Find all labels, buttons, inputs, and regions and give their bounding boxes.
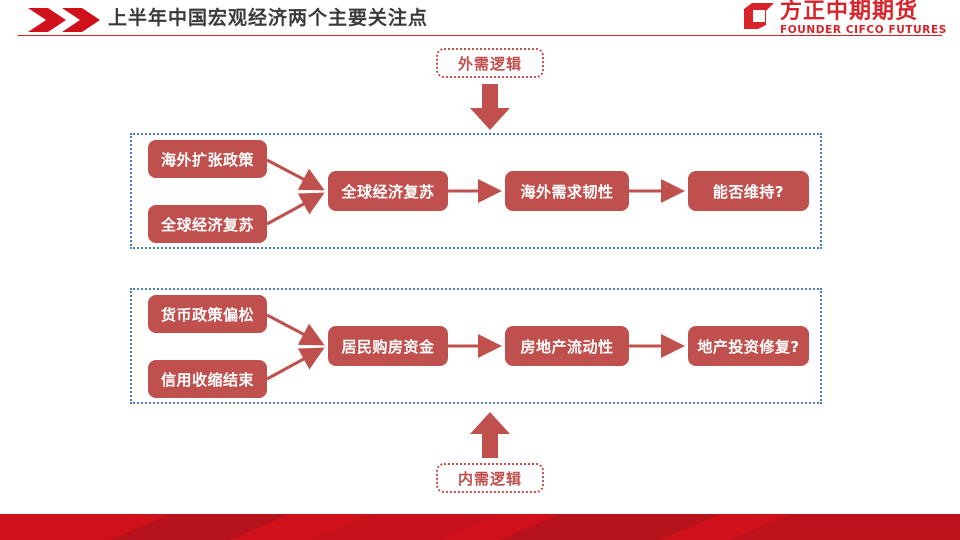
- node-can-it-be-sustained: 能否维持?: [688, 171, 809, 211]
- arrow-down-icon: [468, 84, 512, 130]
- footer-decoration-bar: [0, 514, 960, 540]
- founder-cifco-cube-icon: [744, 3, 774, 29]
- double-chevron-right-icon: [26, 6, 104, 34]
- node-overseas-demand-resilience: 海外需求韧性: [505, 171, 629, 211]
- node-property-investment-recovery: 地产投资修复?: [688, 326, 809, 366]
- header-divider: [18, 35, 942, 36]
- callout-bottom-label: 内需逻辑: [457, 469, 522, 488]
- callout-external-demand: 外需逻辑: [436, 48, 544, 78]
- callout-top-label: 外需逻辑: [457, 54, 522, 73]
- arrow-up-icon: [468, 412, 512, 458]
- node-resident-housing-funds: 居民购房资金: [328, 326, 448, 366]
- node-real-estate-liquidity: 房地产流动性: [505, 326, 629, 366]
- node-global-recovery-input: 全球经济复苏: [148, 205, 267, 243]
- page-title: 上半年中国宏观经济两个主要关注点: [108, 7, 429, 29]
- company-logo: 方正中期期货 FOUNDER CIFCO FUTURES: [744, 0, 947, 36]
- logo-name-cn: 方正中期期货: [780, 0, 919, 24]
- callout-domestic-demand: 内需逻辑: [436, 463, 544, 493]
- node-loose-monetary-policy: 货币政策偏松: [148, 295, 267, 333]
- logo-name-en: FOUNDER CIFCO FUTURES: [780, 24, 947, 36]
- node-global-economic-recovery: 全球经济复苏: [328, 171, 448, 211]
- node-overseas-expansion-policy: 海外扩张政策: [148, 140, 267, 178]
- node-credit-contraction-ends: 信用收缩结束: [148, 360, 267, 398]
